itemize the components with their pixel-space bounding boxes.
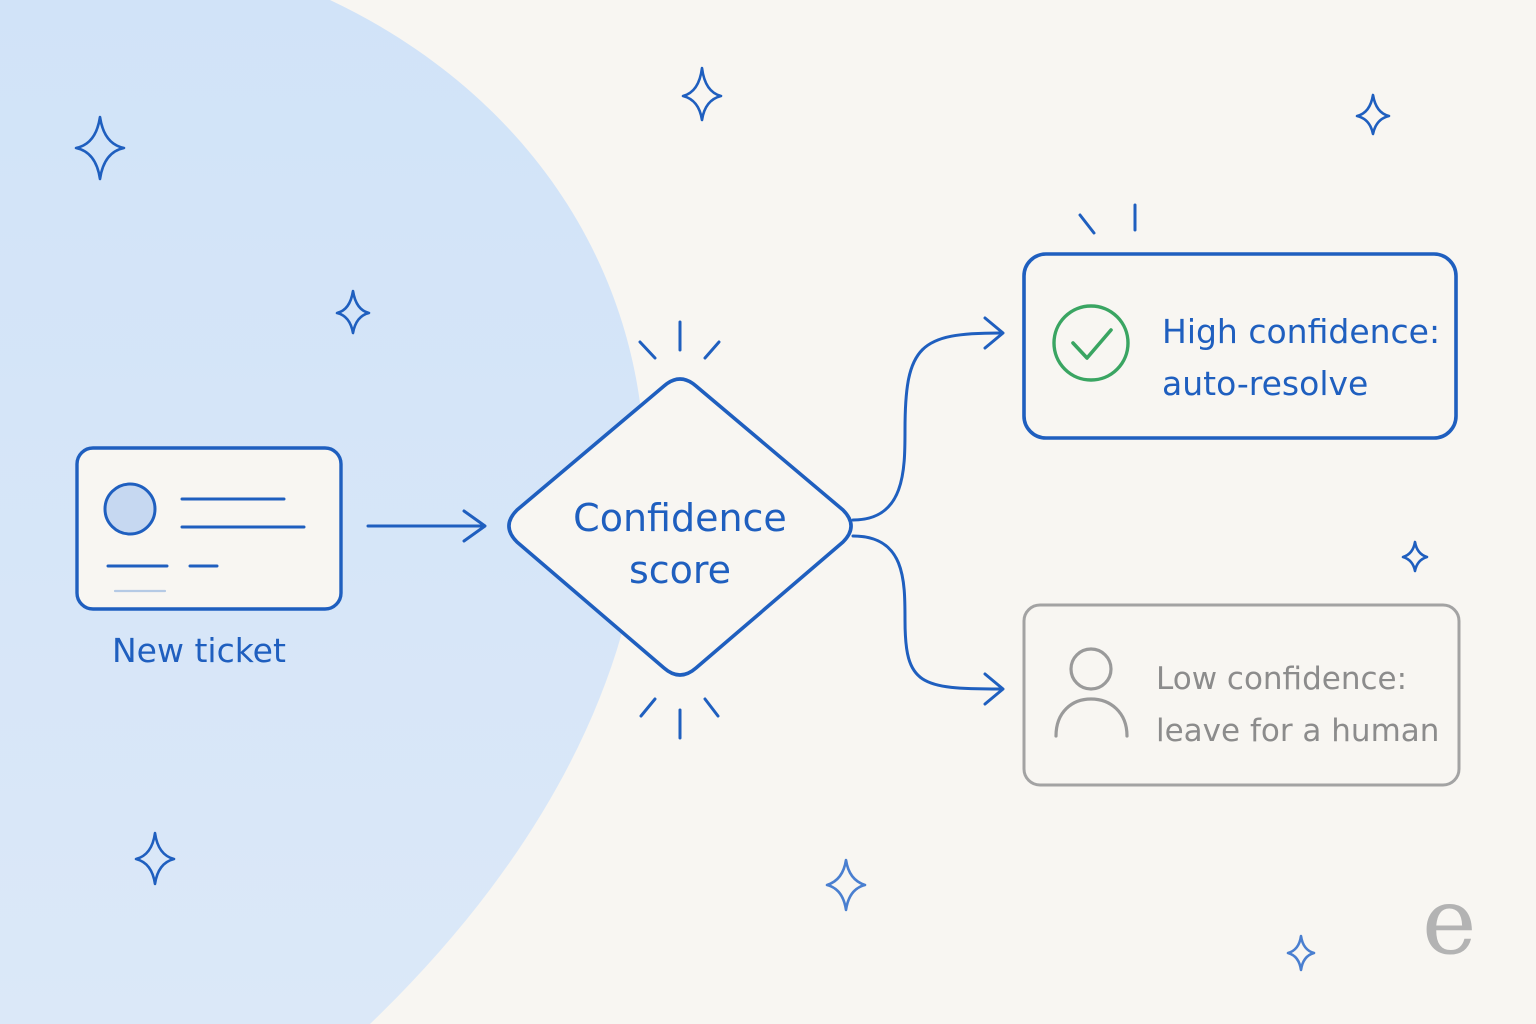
sparkle-icon	[1355, 93, 1391, 136]
low-branch-arrow	[851, 534, 1005, 706]
high-confidence-line2: auto-resolve	[1162, 364, 1369, 403]
person-icon	[1054, 647, 1129, 738]
decision-label-line1: Confidence	[573, 496, 787, 540]
low-confidence-line2: leave for a human	[1156, 713, 1440, 749]
sparkle-icon	[1401, 540, 1429, 573]
sparkle-icon	[74, 115, 126, 181]
ticket-card-icon	[75, 446, 343, 611]
flow-arrow	[366, 509, 487, 543]
low-confidence-label: Low confidence: leave for a human	[1156, 653, 1439, 757]
emphasis-marks	[638, 320, 721, 740]
high-confidence-box	[1022, 203, 1458, 440]
sparkle-icon	[335, 289, 371, 335]
high-confidence-line1: High confidence:	[1162, 312, 1441, 351]
sparkle-icon	[681, 66, 723, 122]
decision-diamond	[507, 377, 853, 677]
high-confidence-label: High confidence: auto-resolve	[1162, 306, 1440, 410]
decision-label-line2: score	[628, 548, 732, 592]
decision-label: Confidence score	[540, 492, 820, 596]
low-confidence-line1: Low confidence:	[1156, 661, 1408, 697]
ticket-label: New ticket	[112, 631, 286, 670]
high-branch-arrow	[851, 316, 1005, 522]
sparkle-icon	[134, 831, 176, 886]
sparkle-icon	[1286, 934, 1316, 972]
check-circle-icon	[1052, 304, 1130, 382]
low-confidence-box	[1022, 603, 1461, 787]
brand-logo-mark: e	[1422, 868, 1477, 975]
sparkle-icon	[825, 858, 867, 912]
